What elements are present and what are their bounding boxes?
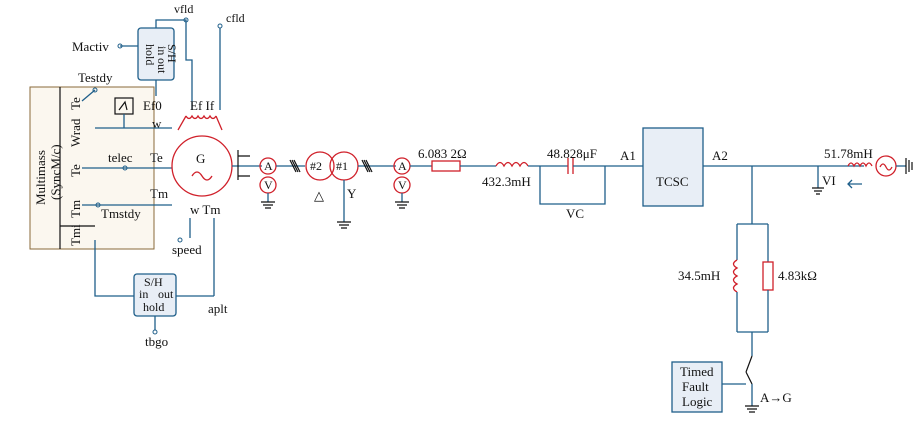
- label-mactiv: Mactiv: [72, 39, 109, 54]
- tick-marks-1: [289, 159, 301, 173]
- sh-bottom-label: S/H: [144, 275, 163, 289]
- load-inductor: [732, 259, 739, 293]
- tx-delta: △: [314, 188, 324, 203]
- fault-line2: Fault: [682, 379, 709, 394]
- port-wrad: Wrad: [68, 118, 83, 147]
- wire-vfld: [155, 19, 187, 28]
- node-cfld: [217, 23, 223, 29]
- label-te: Te: [150, 150, 163, 165]
- switch-symbol: [118, 100, 128, 111]
- load-inductance-label: 34.5mH: [678, 268, 720, 283]
- arrow-vi: [847, 179, 862, 189]
- label-a1: A1: [620, 148, 636, 163]
- line-inductance-label: 432.3mH: [482, 174, 531, 189]
- tx-winding-1-label: #1: [336, 159, 348, 173]
- label-vi: VI: [822, 173, 836, 188]
- generator: [171, 135, 233, 197]
- port-tmi: Tmi: [68, 224, 83, 246]
- multimass-subtitle: (SyncM/c): [48, 144, 63, 200]
- voltmeter-2-label: V: [398, 178, 407, 192]
- line-resistance-label: 6.083 2Ω: [418, 146, 467, 161]
- exciter-winding: [185, 114, 217, 120]
- label-tbgo: tbgo: [145, 334, 168, 349]
- transformer-winding-2: [305, 151, 335, 181]
- fault-type: A→G: [760, 390, 792, 405]
- generator-sine: [191, 171, 213, 181]
- label-aplt: aplt: [208, 301, 228, 316]
- label-w-top: w: [152, 116, 162, 131]
- node-telec: [122, 165, 128, 171]
- ground-2: [395, 201, 409, 209]
- node-testdy: [92, 87, 98, 93]
- label-testdy: Testdy: [78, 70, 113, 85]
- generator-terminal: [237, 150, 250, 180]
- label-telec: telec: [108, 150, 133, 165]
- node-tbgo: [152, 329, 158, 335]
- line-inductor: [495, 161, 529, 168]
- sh-top-out: out: [155, 58, 169, 74]
- ammeter-1-label: A: [264, 159, 273, 173]
- voltmeter-1-label: V: [264, 178, 273, 192]
- sh-bottom-hold: hold: [143, 300, 164, 314]
- sh-top-hold: hold: [143, 44, 157, 65]
- line-capacitance-label: 48.828μF: [547, 146, 597, 161]
- exciter-lead-right: [215, 115, 223, 131]
- fault-line3: Logic: [682, 394, 713, 409]
- load-resistor: [762, 261, 774, 291]
- port-te-top: Te: [68, 97, 83, 110]
- wire-vfld-exciter: [185, 28, 193, 110]
- label-w-tm: w Tm: [190, 202, 220, 217]
- source-inductor: [847, 162, 873, 168]
- source-sine: [879, 163, 893, 171]
- tick-marks-2: [361, 159, 373, 173]
- ground-vi: [812, 187, 824, 195]
- sh-top-in: in: [155, 46, 169, 55]
- ground-fault: [745, 405, 759, 413]
- port-tm: Tm: [68, 200, 83, 218]
- label-ef0: Ef0: [143, 98, 162, 113]
- ground-1: [261, 201, 275, 209]
- fault-logic-block: [671, 361, 723, 413]
- label-tmstdy: Tmstdy: [101, 206, 141, 221]
- exciter-lead-left: [177, 115, 187, 131]
- tx-wye: Y: [347, 186, 357, 201]
- line-resistor: [431, 160, 461, 172]
- exciter-label: Ef If: [190, 98, 215, 113]
- node-mactiv: [117, 43, 123, 49]
- generator-label: G: [196, 151, 205, 166]
- tcsc-label: TCSC: [656, 174, 689, 189]
- label-vc: VC: [566, 206, 584, 221]
- node-tmstdy: [95, 202, 101, 208]
- tcsc-block: [642, 127, 704, 207]
- label-tm: Tm: [150, 186, 168, 201]
- node-speed: [177, 237, 183, 243]
- wire-tmi: [94, 240, 134, 297]
- fault-line1: Timed: [680, 364, 714, 379]
- fault-breaker: [745, 355, 753, 385]
- wire-vc-meter: [539, 166, 606, 205]
- port-te: Te: [68, 164, 83, 177]
- label-cfld: cfld: [226, 11, 245, 25]
- tx-winding-2-label: #2: [310, 159, 322, 173]
- ground-source: [905, 158, 913, 174]
- label-speed: speed: [172, 242, 202, 257]
- sh-bottom-in: in: [139, 287, 148, 301]
- ammeter-2-label: A: [398, 159, 407, 173]
- ground-tx: [337, 221, 351, 229]
- label-vfld: vfld: [174, 2, 193, 16]
- source-inductance-label: 51.78mH: [824, 146, 873, 161]
- label-a2: A2: [712, 148, 728, 163]
- sh-top-label: S/H: [165, 44, 179, 63]
- sh-bottom-out: out: [158, 287, 174, 301]
- load-resistance-label: 4.83kΩ: [778, 268, 817, 283]
- wire-testdy: [81, 89, 96, 102]
- multimass-title: Multimass: [33, 150, 48, 205]
